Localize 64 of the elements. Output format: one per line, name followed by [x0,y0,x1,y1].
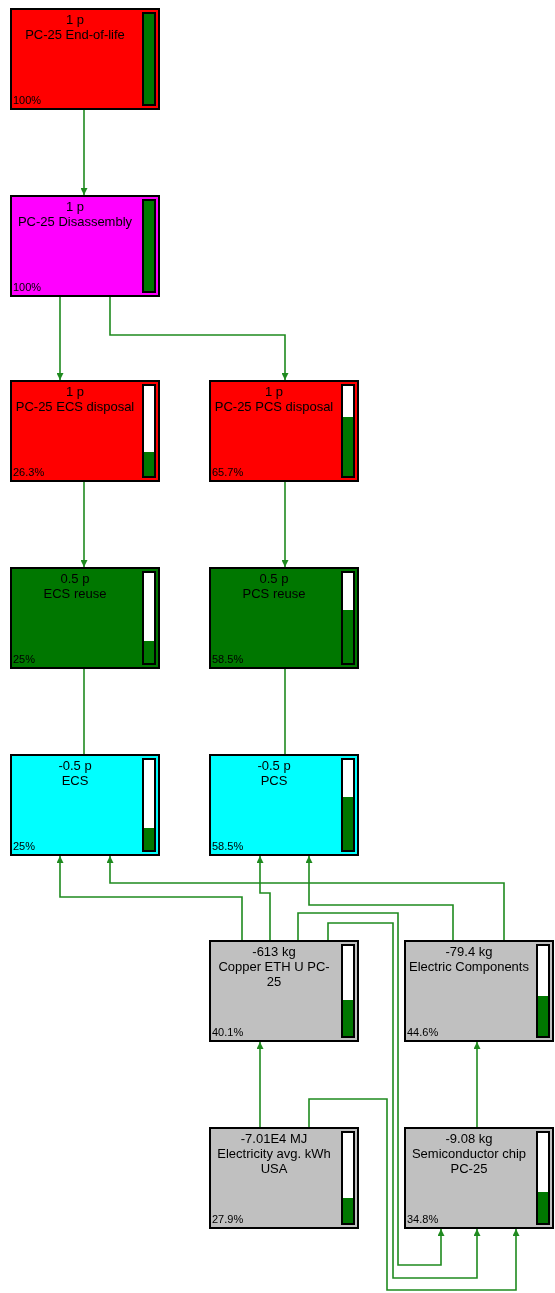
process-box [10,380,160,482]
percentage-text: 65.7% [212,466,244,479]
process-box [209,754,359,856]
process-box [209,567,359,669]
percentage-text: 58.5% [212,653,244,666]
amount-text: 0.5 p [60,571,90,586]
amount-text: -7.01E4 MJ [240,1131,308,1146]
connector-line [56,296,64,381]
connector-line [473,1041,481,1128]
connector-line [80,109,88,196]
process-name: ECS [60,773,90,788]
amount-text: -613 kg [252,944,296,959]
percentage-text: 25% [13,653,36,666]
process-box [404,940,554,1042]
process-name: Electric Components [408,959,530,974]
percentage-text: 26.3% [13,466,45,479]
connector-line [56,855,243,941]
percentage-text: 27.9% [212,1213,244,1226]
connector-line [284,668,286,755]
connector-line [256,1041,264,1128]
amount-text: 1 p [65,384,85,399]
process-name: PCS [259,773,289,788]
process-name: Semiconductor chip PC-25 [410,1146,528,1176]
process-box [10,8,160,110]
process-name: Copper ETH U PC-25 [217,959,331,989]
process-name: PC-25 Disassembly [16,214,134,229]
amount-text: 1 p [65,12,85,27]
amount-text: -79.4 kg [445,944,493,959]
amount-text: -0.5 p [257,758,291,773]
connector-line [281,481,289,568]
amount-text: 0.5 p [259,571,289,586]
process-box [10,567,160,669]
process-box [10,754,160,856]
amount-text: -0.5 p [58,758,92,773]
process-name: Electricity avg. kWh USA [216,1146,332,1176]
amount-text: 1 p [65,199,85,214]
connector-line [256,855,271,941]
connector-line [80,481,88,568]
process-name: PC-25 End-of-life [24,27,126,42]
process-box [209,1127,359,1229]
process-box [209,380,359,482]
process-name: ECS reuse [42,586,108,601]
percentage-text: 34.8% [407,1213,439,1226]
process-box [209,940,359,1042]
percentage-text: 40.1% [212,1026,244,1039]
connector-line [308,1098,520,1291]
process-name: PCS reuse [241,586,307,601]
connector-line [297,912,445,1266]
percentage-text: 25% [13,840,36,853]
percentage-text: 100% [13,94,42,107]
process-name: PC-25 ECS disposal [14,399,136,414]
connector-line [83,668,85,755]
connector-line [305,855,454,941]
connector-line [106,855,505,941]
percentage-text: 44.6% [407,1026,439,1039]
connector-line [327,922,481,1279]
process-box [10,195,160,297]
connector-line [109,296,289,381]
process-name: PC-25 PCS disposal [213,399,335,414]
amount-text: -9.08 kg [445,1131,493,1146]
process-box [404,1127,554,1229]
percentage-text: 58.5% [212,840,244,853]
percentage-text: 100% [13,281,42,294]
amount-text: 1 p [264,384,284,399]
